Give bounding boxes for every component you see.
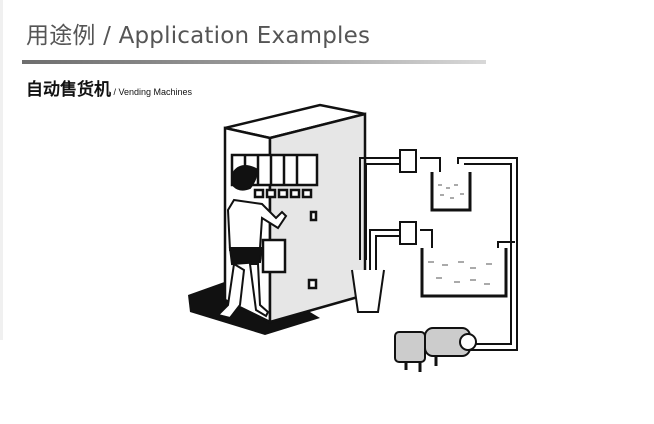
large-tank [420, 248, 508, 298]
valve-upper [399, 149, 417, 173]
small-tank [430, 172, 472, 212]
section-title-en: / Vending Machines [111, 87, 193, 97]
section-title: 自动售货机 / Vending Machines [26, 75, 192, 100]
cup-icon [351, 269, 385, 313]
pump-icon [394, 327, 477, 372]
title-divider [22, 60, 486, 64]
person-icon [216, 165, 288, 320]
pipes [359, 157, 518, 351]
valve-lower [399, 221, 417, 245]
section-title-zh: 自动售货机 [26, 80, 111, 100]
page-title: 用途例 / Application Examples [26, 23, 371, 49]
vending-machine-illustration [188, 103, 518, 372]
left-edge-bar [0, 0, 3, 340]
